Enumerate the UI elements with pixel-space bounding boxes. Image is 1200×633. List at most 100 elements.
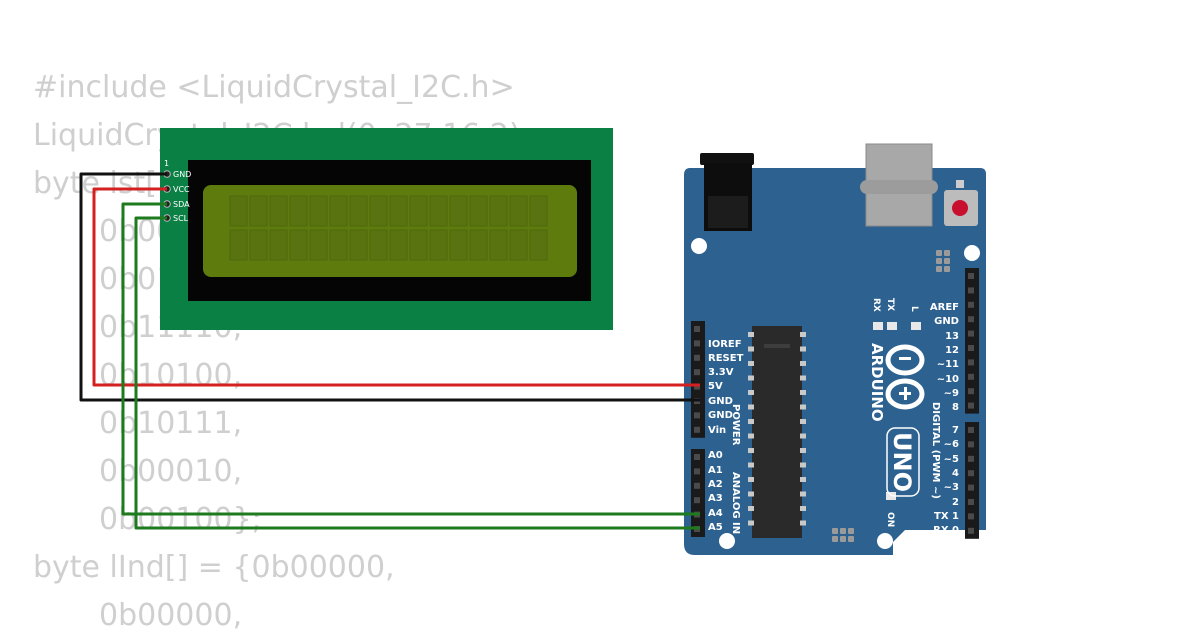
header-pin[interactable] — [968, 287, 974, 294]
pin-label-a5: A5 — [708, 522, 723, 533]
header-pin[interactable] — [968, 316, 974, 323]
lcd-cell — [249, 229, 268, 261]
lcd-cell — [309, 195, 328, 227]
wire-gnd[interactable] — [79, 172, 700, 402]
power-header[interactable] — [691, 321, 705, 438]
lcd-cell — [429, 229, 448, 261]
icsp-pin — [832, 536, 838, 542]
header-pin[interactable] — [694, 412, 700, 419]
header-pin[interactable] — [968, 345, 974, 351]
pin-label-5v: 5V — [708, 381, 723, 392]
header-pin[interactable] — [694, 468, 700, 475]
wire-sda[interactable] — [121, 202, 700, 516]
header-pin[interactable] — [968, 388, 974, 395]
header-pin[interactable] — [968, 402, 974, 409]
chip-leg — [800, 346, 806, 352]
lcd-cell — [429, 195, 448, 227]
chip-leg — [800, 433, 806, 439]
header-pin[interactable] — [968, 359, 974, 366]
header-pin[interactable] — [694, 454, 700, 460]
lcd-cell — [449, 229, 468, 261]
header-pin[interactable] — [968, 455, 974, 462]
header-pin[interactable] — [694, 326, 700, 332]
header-pin[interactable] — [968, 470, 974, 477]
lcd-cell — [369, 229, 388, 261]
digital-header-top[interactable] — [965, 268, 979, 414]
wire-vcc[interactable] — [92, 187, 700, 387]
reset-button-cap — [952, 200, 968, 216]
analog-header[interactable] — [691, 449, 705, 537]
lcd-cell — [349, 195, 368, 227]
digital-pin-labels: AREF GND 13 12 ~11 ~10 ~9 8 7 ~6 ~5 4 ~3… — [930, 302, 959, 536]
icsp-pin — [848, 536, 854, 542]
pin-label-gnd: GND — [708, 410, 733, 421]
icsp-pin — [936, 266, 942, 272]
icsp-header — [936, 250, 950, 272]
lcd-cell — [229, 195, 248, 227]
header-pin[interactable] — [968, 441, 974, 448]
header-pin[interactable] — [968, 513, 974, 520]
header-strip — [691, 321, 705, 438]
header-pin[interactable] — [694, 426, 700, 433]
pin-label-0: RX 0 — [933, 525, 959, 536]
chip-leg — [748, 462, 754, 468]
lcd-pin-gnd[interactable]: GND — [163, 170, 192, 179]
pin-label-gnd: GND — [708, 396, 733, 407]
header-pin[interactable] — [968, 484, 974, 491]
icsp-pin — [944, 266, 950, 272]
header-pin[interactable] — [694, 354, 700, 361]
header-pin[interactable] — [968, 301, 974, 308]
lcd-cell — [509, 195, 528, 227]
lcd-cell — [449, 195, 468, 227]
chip-leg — [748, 361, 754, 366]
lcd-cell — [269, 229, 288, 261]
uno-model-label: UNO — [888, 432, 916, 492]
chip-pins — [748, 332, 806, 526]
mounting-hole — [964, 245, 980, 261]
header-pin[interactable] — [968, 527, 974, 534]
chip-leg — [800, 361, 806, 366]
header-pin[interactable] — [694, 482, 700, 489]
pin-label-8: 8 — [952, 402, 959, 413]
atmega-chip — [752, 326, 802, 538]
lcd-character-cells — [229, 195, 548, 261]
pin-label-12: 12 — [945, 345, 959, 356]
lcd-cell — [309, 229, 328, 261]
lcd-cell — [409, 229, 428, 261]
header-pin[interactable] — [694, 340, 700, 347]
header-pin[interactable] — [968, 427, 974, 433]
uno-badge — [886, 427, 920, 497]
lcd-pin-vcc[interactable]: VCC — [163, 185, 190, 194]
arduino-uno[interactable]: IOREF RESET 3.3V 5V GND GND Vin A0 A1 A2… — [684, 143, 986, 555]
pin-label-10: ~10 — [937, 374, 959, 385]
lcd-pin-scl[interactable]: SCL — [163, 214, 189, 223]
lcd-module[interactable]: 1 GND VCC SDA SCL — [160, 128, 613, 330]
lcd-cell — [529, 229, 548, 261]
lcd-pin-label: GND — [173, 170, 191, 179]
icsp-pin — [944, 250, 950, 256]
digital-header-bottom[interactable] — [965, 422, 979, 539]
header-pin[interactable] — [694, 383, 700, 390]
chip-leg — [748, 346, 754, 352]
mounting-hole — [691, 238, 707, 254]
icsp-pin — [840, 528, 846, 534]
header-pin[interactable] — [694, 497, 700, 504]
lcd-cell — [469, 229, 488, 261]
pin-label-11: ~11 — [937, 359, 959, 370]
header-pin[interactable] — [968, 330, 974, 337]
header-pin[interactable] — [968, 373, 974, 380]
header-pin[interactable] — [968, 273, 974, 279]
wire-scl[interactable] — [134, 216, 700, 530]
header-pin[interactable] — [694, 369, 700, 376]
lcd-cell — [529, 195, 548, 227]
chip-leg — [748, 419, 754, 424]
lcd-pin-sda[interactable]: SDA — [163, 200, 190, 209]
chip-leg — [800, 462, 806, 468]
header-pin[interactable] — [968, 499, 974, 505]
analog-section-label: ANALOG IN — [730, 472, 741, 534]
lcd-cell — [329, 195, 348, 227]
header-strip — [691, 449, 705, 537]
lcd-cell — [229, 229, 248, 261]
icsp-pin — [848, 528, 854, 534]
